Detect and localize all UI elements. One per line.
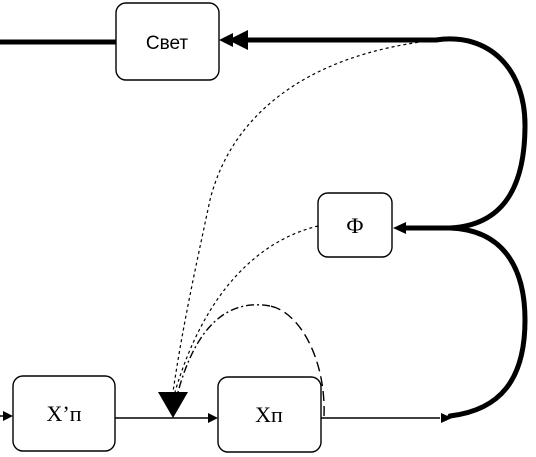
merge-triangle [158, 392, 188, 418]
edge-dotted-from-svet-branch [172, 39, 437, 393]
arrowhead-right [441, 413, 452, 423]
node-xpn-label: X’п [47, 401, 82, 426]
node-xn-label: Xп [255, 402, 283, 427]
edge-dashed-arc [269, 305, 325, 417]
node-xpn[interactable]: X’п [12, 375, 116, 452]
arrowhead-xpn [3, 411, 13, 421]
edge-dashdot-from-xn [177, 304, 271, 393]
edge-right-lower-loop [447, 225, 528, 419]
node-xn[interactable]: Xп [217, 376, 322, 453]
node-phi[interactable]: Ф [317, 192, 393, 258]
node-svet-label: Свет [146, 33, 189, 54]
edge-dotted-from-phi [174, 225, 319, 393]
node-svet[interactable]: Свет [115, 2, 220, 81]
edge-right-upper-loop [433, 36, 528, 231]
arrowhead-xn [208, 413, 218, 423]
arrowhead-svet [219, 33, 233, 47]
arrowhead-phi [393, 222, 406, 234]
node-phi-label: Ф [346, 213, 363, 238]
